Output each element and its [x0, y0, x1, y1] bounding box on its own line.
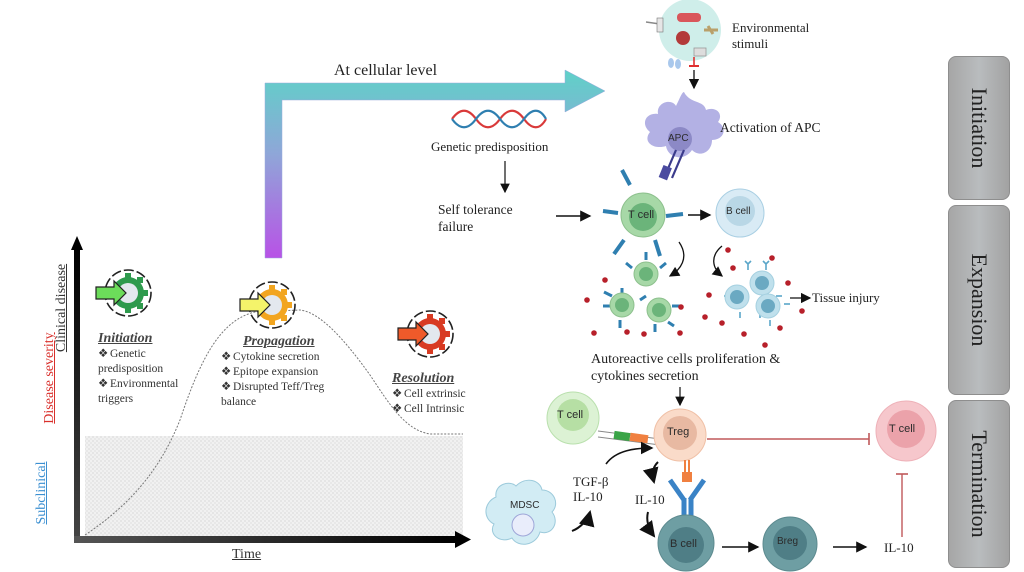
genetic-predisposition-label: Genetic predisposition — [431, 139, 549, 154]
tissue-injury-label: Tissue injury — [812, 290, 880, 305]
stage-tab-expansion: Expansion — [948, 205, 1010, 395]
phase-bullet: ❖Cell Intrinsic — [392, 403, 465, 415]
bcr-antibody-icon — [667, 460, 707, 520]
self-tolerance-line2: failure — [438, 219, 474, 234]
self-tolerance-label: Self tolerance failure — [438, 201, 513, 235]
phase-propagation: Propagation ❖Cytokine secretion ❖Epitope… — [221, 334, 351, 410]
phase-bullet: ❖Cell extrinsic — [392, 388, 466, 400]
phase-resolution: Resolution ❖Cell extrinsic ❖Cell Intrins… — [392, 371, 482, 417]
phase-bullet: ❖Environmental triggers — [98, 378, 179, 405]
b-cell-cluster — [724, 260, 790, 326]
il10-to-bcell-arrow — [639, 511, 656, 538]
y-axis — [74, 248, 80, 540]
treg-il10-arrow — [642, 461, 659, 484]
phase-initiation: Initiation ❖Genetic predisposition ❖Envi… — [98, 331, 208, 407]
phase-bullet: ❖Disrupted Teff/Treg balance — [221, 381, 325, 408]
autoreactive-label: Autoreactive cells proliferation & cytok… — [591, 351, 780, 385]
environmental-stimuli-icon — [645, 0, 721, 69]
autoreactive-line1: Autoreactive cells proliferation & — [591, 352, 781, 367]
environmental-stimuli-label: Environmental stimuli — [732, 20, 810, 51]
il10-breg-label: IL-10 — [884, 540, 914, 555]
mdsc-cell — [485, 479, 557, 545]
stage-tab-initiation: Initiation — [948, 56, 1010, 200]
autoreactive-line2: cytokines secretion — [591, 369, 699, 384]
propagation-gear-icon — [239, 281, 296, 329]
bcell-proliferation-arrow — [711, 245, 724, 277]
t-cell-active-label: T cell — [628, 209, 655, 221]
phase-bullet: ❖Epitope expansion — [221, 366, 319, 378]
tgf-to-treg-arrow — [605, 441, 654, 465]
apc-cell — [644, 92, 724, 181]
t-cell-left-label: T cell — [557, 409, 584, 421]
self-tolerance-line1: Self tolerance — [438, 202, 513, 217]
x-axis-arrowhead — [455, 531, 471, 548]
tgf-beta-label: TGF-β — [573, 474, 609, 489]
breg-cell — [762, 516, 818, 572]
breg-label: Breg — [777, 536, 799, 547]
tcr-mhc-interaction — [597, 430, 661, 446]
t-cell-left — [546, 391, 600, 445]
il10-mdsc-label: IL-10 — [573, 489, 603, 504]
activation-apc-label: Activation of APC — [720, 120, 821, 135]
phase-title: Resolution — [392, 371, 455, 386]
treg-label: Treg — [667, 426, 690, 438]
b-cell-bottom-label: B cell — [670, 538, 697, 550]
phase-bullet: ❖Cytokine secretion — [221, 351, 320, 363]
cytokine-dots — [584, 247, 805, 348]
stage-label: Initiation — [967, 87, 992, 169]
activated-t-cell — [602, 169, 684, 257]
x-axis-label: Time — [232, 547, 262, 562]
cellular-level-bent-arrow — [264, 69, 606, 259]
initiation-gear-icon — [95, 269, 152, 317]
mdsc-label: MDSC — [510, 500, 540, 511]
x-axis — [74, 536, 456, 543]
dna-helix-icon — [451, 109, 547, 129]
disease-severity-curve — [84, 309, 463, 536]
phase-title: Propagation — [243, 334, 315, 349]
activated-b-cell — [715, 188, 765, 238]
stage-tab-termination: Termination — [948, 400, 1010, 568]
il10-treg-label: IL-10 — [635, 492, 665, 507]
treg-cell — [653, 408, 707, 462]
subclinical-region — [85, 436, 463, 536]
t-cell-suppressed-label: T cell — [889, 423, 916, 435]
stage-label: Expansion — [967, 253, 992, 347]
t-cell-cluster — [603, 252, 680, 332]
stage-label: Termination — [967, 430, 992, 538]
tcell-proliferation-arrow — [668, 241, 685, 277]
resolution-gear-icon — [397, 310, 454, 358]
b-cell-bottom — [657, 514, 715, 572]
t-cell-suppressed — [875, 400, 937, 462]
b-cell-active-label: B cell — [726, 206, 751, 217]
cellular-level-label: At cellular level — [334, 62, 438, 79]
phase-title: Initiation — [98, 331, 153, 346]
apc-label: APC — [668, 133, 689, 144]
mdsc-to-tgf-arrow — [571, 510, 595, 532]
phase-bullet: ❖Genetic predisposition — [98, 348, 164, 375]
y-axis-arrowhead — [71, 236, 83, 250]
